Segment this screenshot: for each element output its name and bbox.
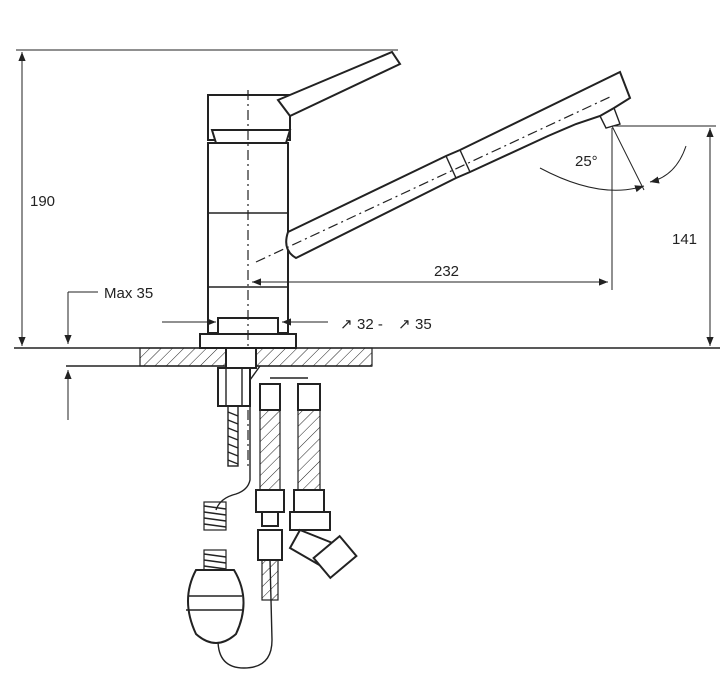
spout-joint xyxy=(445,155,457,179)
angle-25-label: 25° xyxy=(575,153,598,170)
dimension-hole-max-label: 35 xyxy=(415,316,432,333)
lever-handle xyxy=(276,50,402,118)
handle-cap xyxy=(207,94,291,141)
spring-1 xyxy=(203,501,227,531)
dimension-190: 190 xyxy=(16,49,398,346)
spring-2 xyxy=(203,549,227,571)
mounting-assembly xyxy=(217,347,257,467)
dimension-141-label: 141 xyxy=(672,231,697,248)
supply-hose-right xyxy=(270,377,358,580)
aerator xyxy=(599,106,621,129)
dimension-190-label: 190 xyxy=(30,193,55,210)
counterweight xyxy=(187,569,245,644)
mounting-nut xyxy=(217,367,251,407)
dimension-232-label: 232 xyxy=(434,263,459,280)
dimension-max-35-label: Max 35 xyxy=(104,285,153,302)
supply-hose-left xyxy=(255,383,285,601)
pull-out-hose xyxy=(186,365,273,669)
drill-icon-2: ↗ xyxy=(398,316,411,333)
countertop xyxy=(14,347,720,367)
dimension-hole-min-label: 32 - xyxy=(357,316,383,333)
faucet-spout xyxy=(255,70,632,263)
dimension-max-35: Max 35 xyxy=(64,285,153,420)
dimension-141: 141 xyxy=(612,125,716,346)
drill-icon-1: ↗ xyxy=(340,316,353,333)
dimension-232: 232 xyxy=(252,128,613,290)
spout-centerline xyxy=(255,95,613,263)
dimension-hole: ↗ 32 - ↗ 35 xyxy=(162,316,432,333)
angle-25: 25° xyxy=(539,125,687,193)
